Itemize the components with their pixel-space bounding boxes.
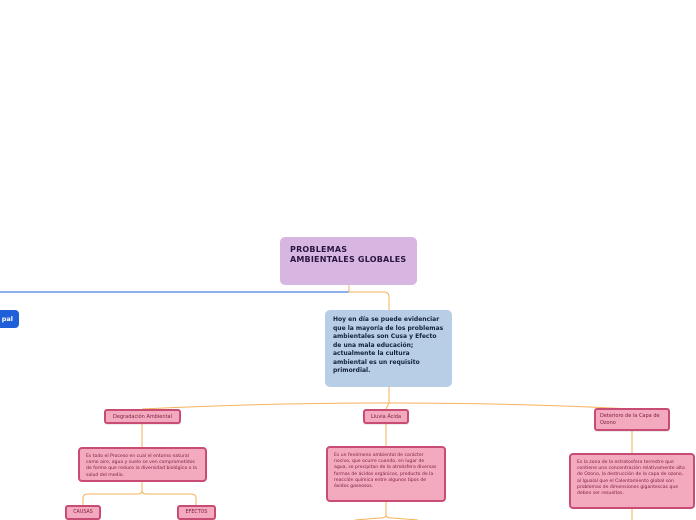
topic-lluvia-label: Lluvia Ácida: [370, 414, 402, 420]
left-topic-node[interactable]: pal: [0, 310, 19, 328]
root-topic-title: PROBLEMAS AMBIENTALES GLOBALES: [290, 245, 407, 264]
ozono-description-text: Es la zona de la estratosfera terrestre …: [577, 460, 685, 497]
topic-degradacion-ambiental[interactable]: Degradación Ambiental: [104, 409, 181, 424]
subtopic-efectos[interactable]: EFECTOS: [177, 505, 216, 520]
ozono-description[interactable]: Es la zona de la estratosfera terrestre …: [569, 453, 695, 509]
root-to-main-connector: [348, 285, 390, 310]
left-topic-label: pal: [1, 315, 13, 323]
subtopic-causas[interactable]: CAUSAS: [65, 505, 101, 520]
main-topic-text: Hoy en día se puede evidenciar que la ma…: [333, 316, 444, 374]
main-to-ozono-connector: [388, 402, 633, 410]
main-to-degradacion-connector: [141, 402, 390, 410]
degradacion-description-text: Es todo el Proceso en cual el entorno na…: [86, 454, 197, 478]
causas-connector: [82, 482, 143, 505]
degradacion-description[interactable]: Es todo el Proceso en cual el entorno na…: [78, 447, 207, 482]
topic-degradacion-label: Degradación Ambiental: [113, 414, 172, 420]
lluvia-description[interactable]: Es un fenómeno ambiental de carácter noc…: [326, 446, 446, 502]
main-topic[interactable]: Hoy en día se puede evidenciar que la ma…: [325, 310, 452, 387]
lluvia-lower-right-connector: [385, 514, 419, 520]
topic-ozono-label: Deterioro de la Capa de Ozono: [600, 413, 660, 426]
topic-lluvia-acida[interactable]: Lluvia Ácida: [363, 409, 409, 424]
root-to-left-connector: [0, 285, 350, 293]
lluvia-lower-left-connector: [354, 502, 387, 520]
subtopic-causas-label: CAUSAS: [73, 510, 93, 515]
lluvia-description-text: Es un fenómeno ambiental de carácter noc…: [334, 453, 437, 490]
main-to-lluvia-connector: [385, 402, 390, 410]
subtopic-efectos-label: EFECTOS: [185, 510, 208, 515]
root-topic[interactable]: PROBLEMAS AMBIENTALES GLOBALES: [280, 237, 417, 285]
topic-deterioro-ozono[interactable]: Deterioro de la Capa de Ozono: [594, 408, 670, 431]
efectos-connector: [141, 489, 197, 505]
